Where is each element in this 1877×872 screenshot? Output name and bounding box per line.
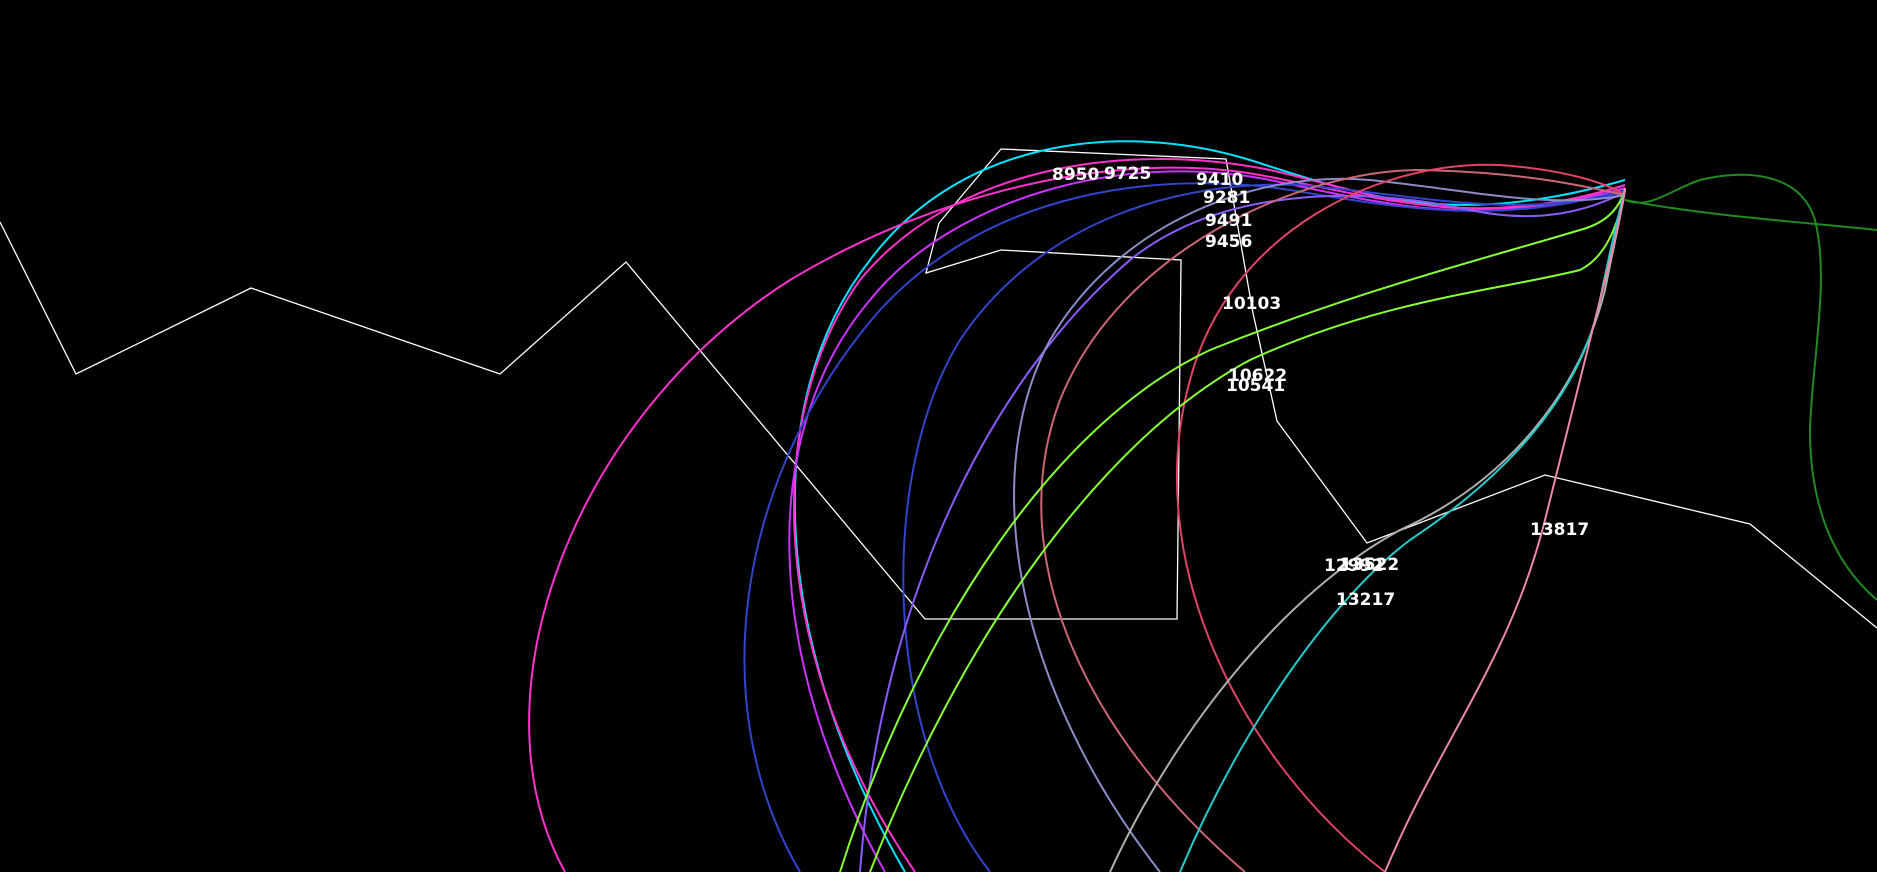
track-blue	[902, 183, 1626, 872]
track-pink	[1384, 187, 1626, 872]
track-teal	[1179, 187, 1626, 872]
aircraft-tracks	[528, 140, 1877, 872]
waypoint-label: 10103	[1222, 294, 1281, 314]
waypoint-label: 13522	[1340, 555, 1399, 575]
track-green-1	[839, 189, 1626, 872]
track-rose	[1040, 168, 1626, 872]
waypoint-label: 9410	[1196, 170, 1243, 190]
waypoint-label: 8950	[1052, 165, 1099, 185]
boundary-left-zigzag	[0, 148, 1877, 629]
waypoint-label: 10622	[1228, 366, 1287, 386]
track-magenta-inner	[793, 158, 1626, 872]
waypoint-label: 9491	[1205, 211, 1252, 231]
waypoint-label: 9456	[1205, 232, 1252, 252]
track-dark-blue	[743, 182, 1626, 872]
track-light-violet	[859, 191, 1626, 872]
track-green-2	[869, 189, 1626, 872]
track-grey	[1109, 189, 1626, 872]
track-red	[1176, 163, 1626, 872]
track-violet	[788, 170, 1626, 872]
waypoint-labels: 8950 9725 9410 9281 9491 9456 10103 1062…	[1052, 164, 1589, 610]
track-slate	[1013, 177, 1626, 872]
waypoint-label: 10541	[1226, 376, 1285, 396]
track-dark-green	[1624, 173, 1877, 601]
track-magenta-outer	[528, 166, 1626, 872]
boundary-lines	[0, 148, 1877, 629]
waypoint-label: 13817	[1530, 520, 1589, 540]
waypoint-label: 12992	[1324, 556, 1383, 576]
waypoint-label: 13217	[1336, 590, 1395, 610]
waypoint-label: 9281	[1203, 188, 1250, 208]
waypoint-label: 9725	[1104, 164, 1151, 184]
